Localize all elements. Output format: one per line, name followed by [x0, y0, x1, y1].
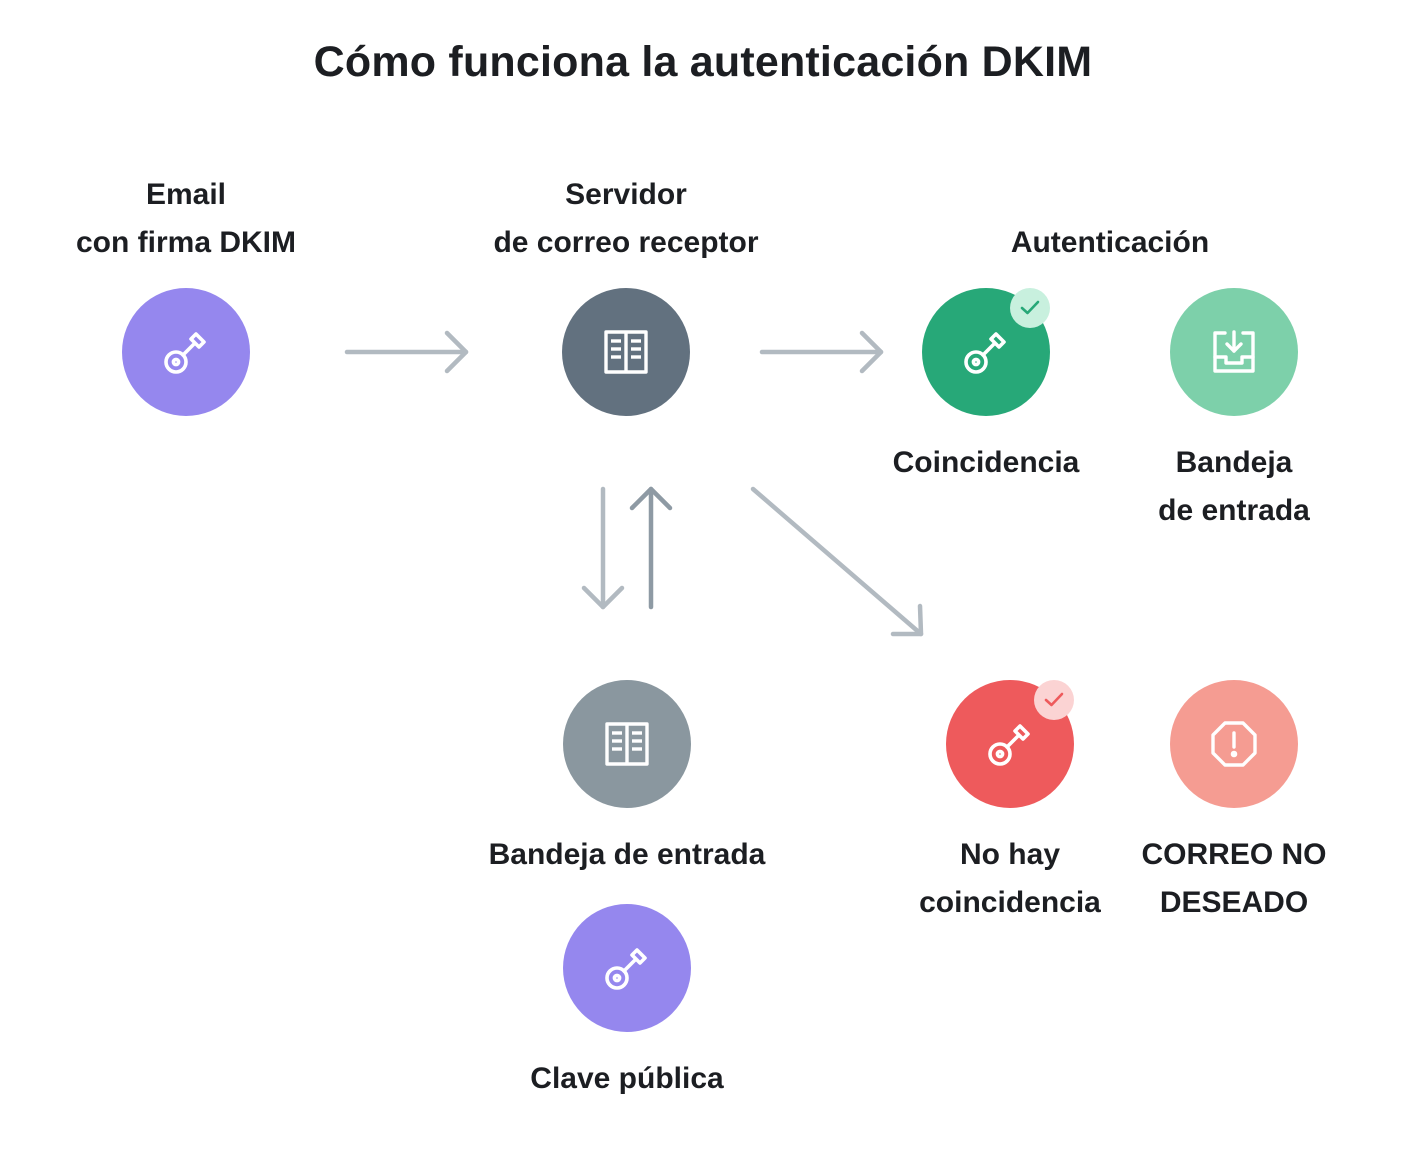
warning-octagon-icon [1211, 721, 1257, 767]
spam-node [1170, 680, 1298, 808]
public-key-label: Clave pública [530, 1062, 724, 1095]
arrow-server-to-auth [759, 330, 884, 374]
server-node [562, 288, 690, 416]
key-icon [964, 332, 1006, 374]
server-label: Servidor de correo receptor [493, 178, 759, 259]
public-key-node [563, 904, 691, 1032]
inbox-label: Bandeja de entrada [1158, 446, 1310, 527]
email-label: Email con firma DKIM [75, 178, 297, 259]
inbox-download-icon [1213, 330, 1255, 373]
match-label: Coincidencia [892, 446, 1080, 479]
book-icon [605, 722, 649, 766]
book-icon [604, 330, 648, 374]
no-match-label: No hay coincidencia [919, 838, 1101, 919]
dns-node [563, 680, 691, 808]
key-icon [164, 332, 206, 374]
arrow-server-to-no-match [750, 486, 924, 637]
dns-label: Bandeja de entrada [488, 838, 766, 871]
key-icon [605, 948, 647, 990]
spam-label: CORREO NO DESEADO [1141, 838, 1327, 919]
arrow-email-to-server [344, 330, 469, 374]
inbox-node [1170, 288, 1298, 416]
email-node [122, 288, 250, 416]
match-badge [1010, 288, 1050, 328]
arrow-server-to-dns [581, 486, 625, 610]
check-icon [1044, 692, 1064, 707]
no-match-badge [1034, 680, 1074, 720]
page-title: Cómo funciona la autenticación DKIM [313, 38, 1093, 86]
auth-heading: Autenticación [1010, 226, 1210, 259]
arrow-dns-to-server [629, 486, 673, 610]
key-icon [988, 724, 1030, 766]
check-icon [1020, 300, 1040, 315]
